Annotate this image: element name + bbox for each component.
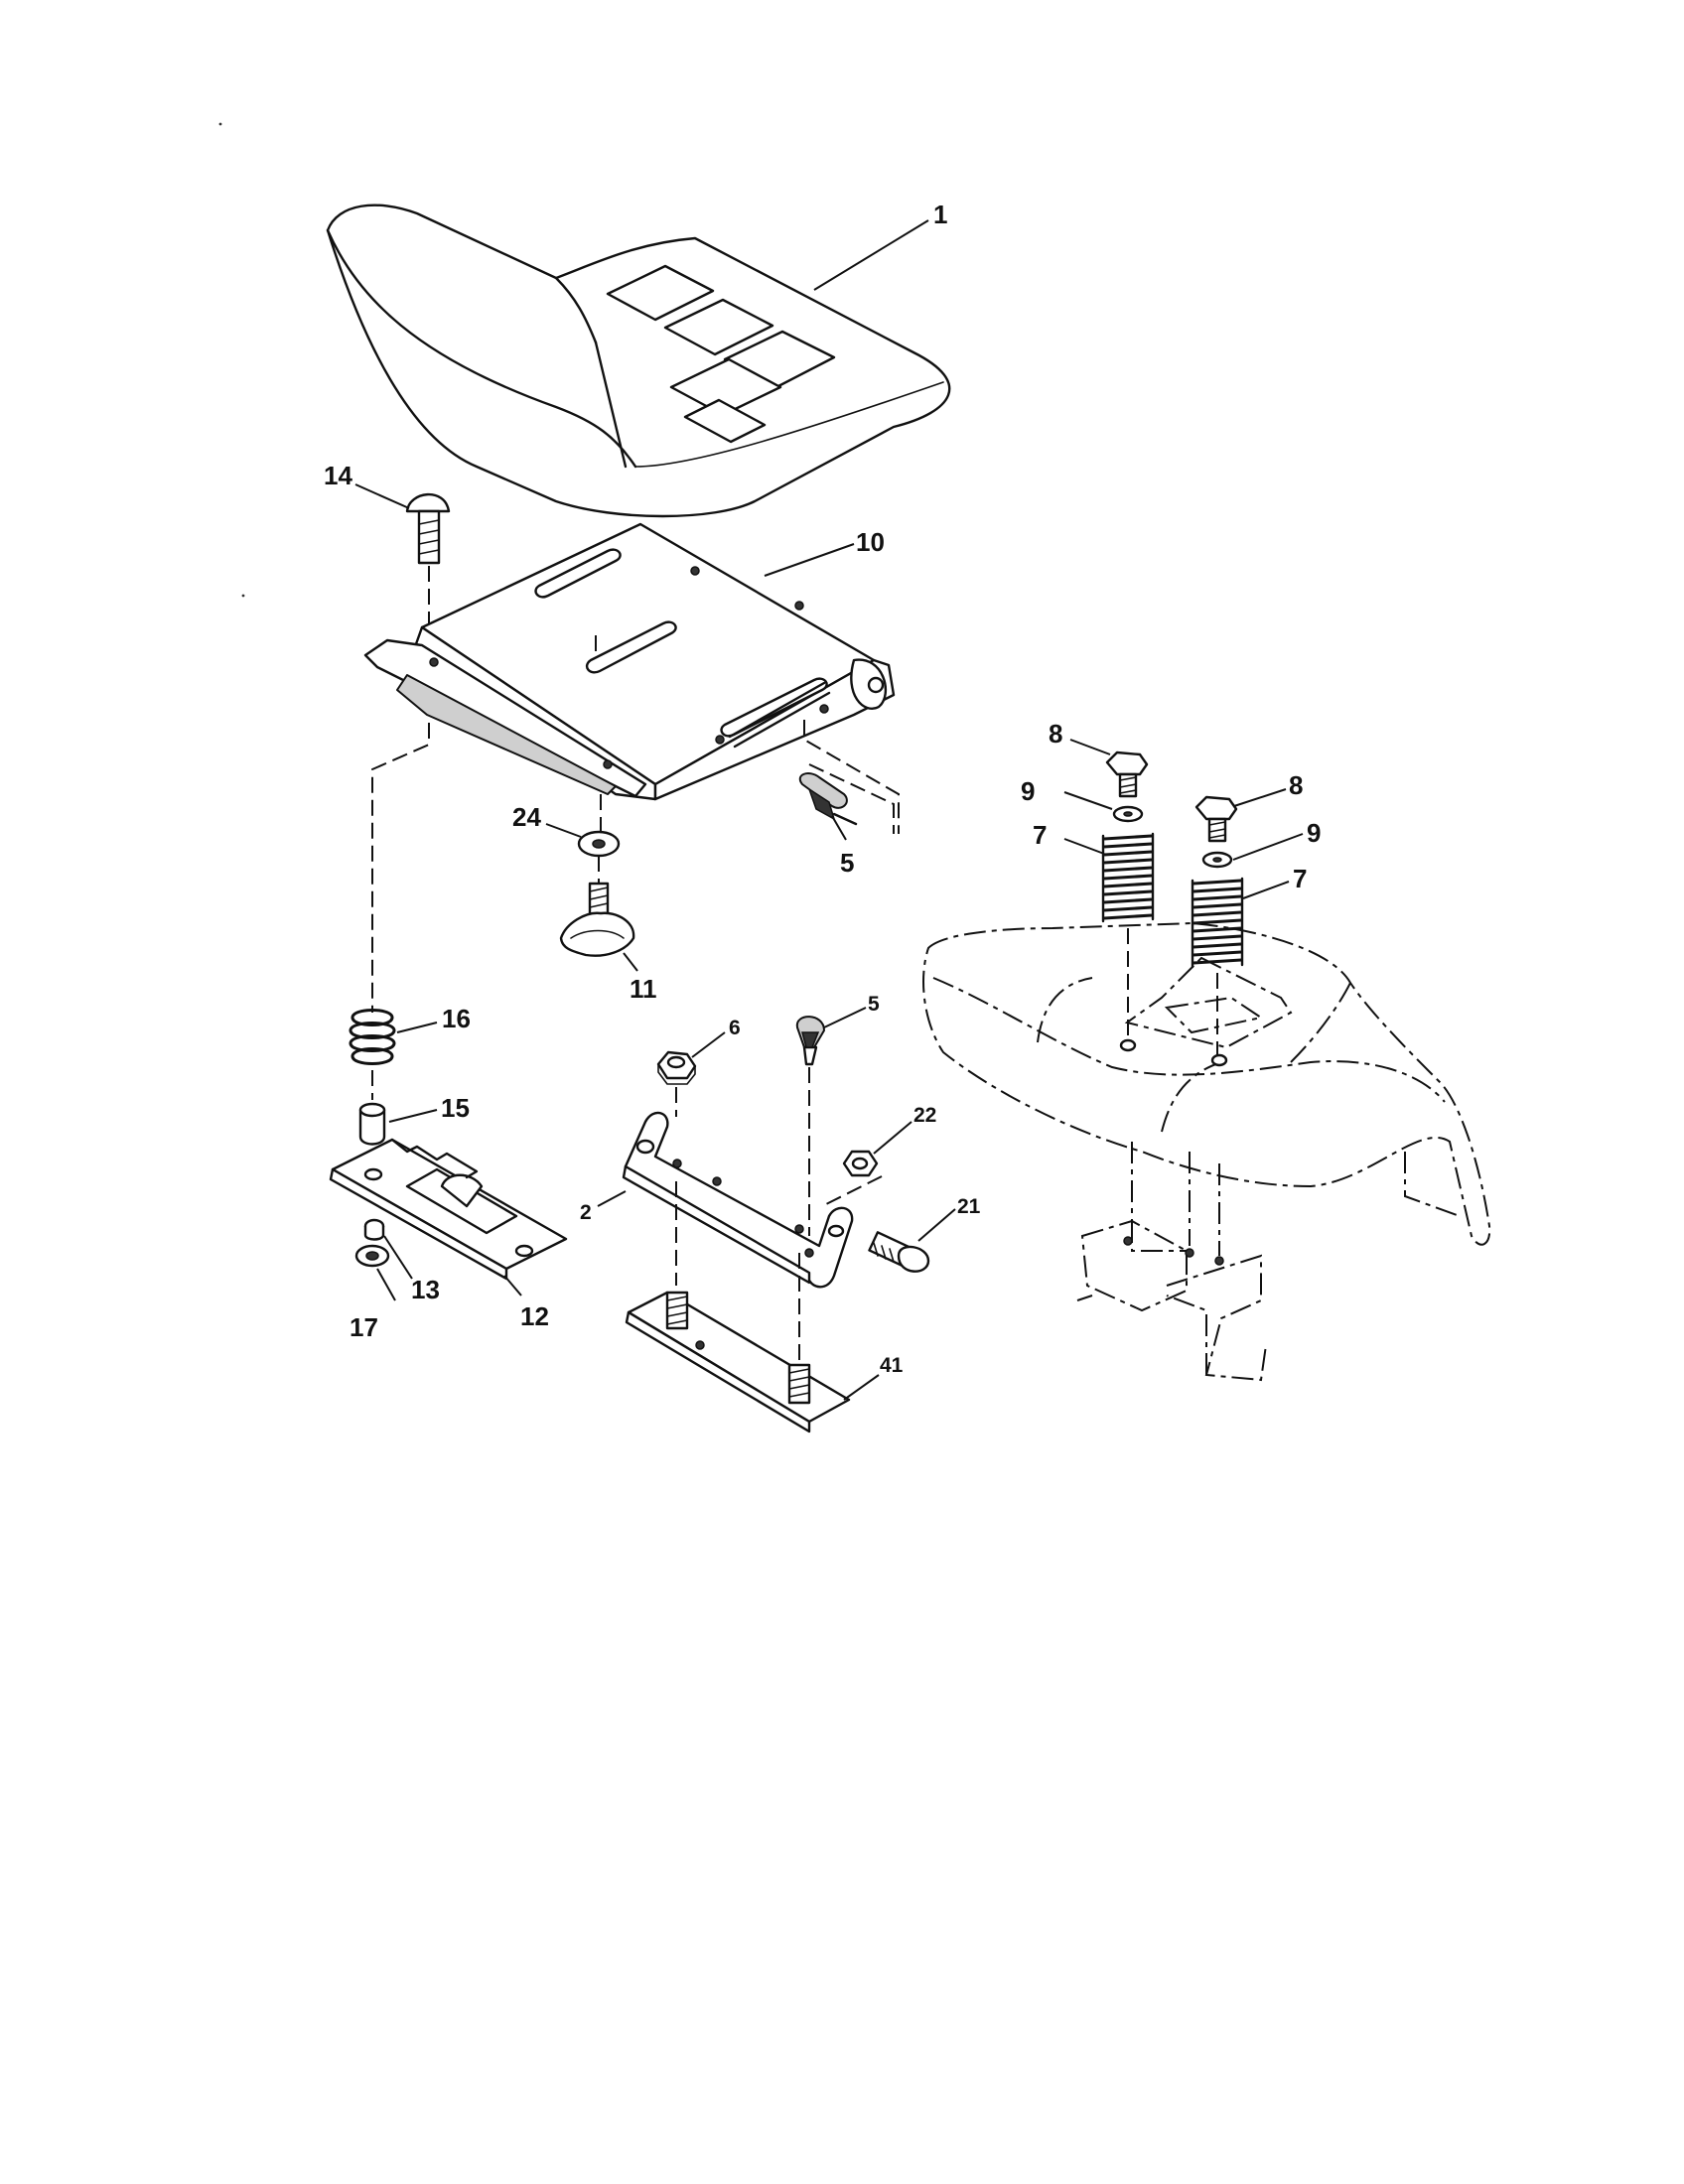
callout-8b: 8 — [1289, 770, 1303, 800]
callout-14: 14 — [324, 461, 352, 490]
leader-2 — [597, 1190, 627, 1207]
leader-17 — [376, 1268, 396, 1301]
leader-10 — [764, 543, 855, 577]
callout-17: 17 — [350, 1312, 378, 1342]
callout-1: 1 — [933, 200, 947, 229]
leader-22 — [873, 1121, 912, 1155]
part-slide-plate — [329, 1138, 568, 1281]
callout-41: 41 — [880, 1354, 904, 1377]
callout-21: 21 — [957, 1195, 981, 1218]
part-clip-upper — [798, 772, 858, 826]
callout-6: 6 — [729, 1017, 741, 1039]
callout-10: 10 — [856, 527, 885, 557]
part-mount-bracket — [622, 1111, 854, 1289]
leader-24 — [545, 823, 582, 838]
leader-11 — [623, 952, 638, 972]
callout-2: 2 — [580, 1201, 592, 1224]
leader-13 — [383, 1235, 413, 1280]
leader-7b — [1242, 881, 1290, 899]
part-nut-13 — [363, 1218, 385, 1241]
callout-24: 24 — [512, 802, 541, 832]
callout-8a: 8 — [1049, 719, 1062, 749]
callout-5a: 5 — [840, 848, 854, 878]
part-knob — [559, 882, 635, 957]
leader-7a — [1063, 838, 1105, 855]
leader-41 — [843, 1374, 880, 1401]
spring-7-left — [1101, 832, 1155, 925]
leader-9b — [1232, 833, 1304, 861]
leader-5b — [823, 1007, 867, 1028]
callout-16: 16 — [442, 1004, 471, 1033]
part-spring-stack-right — [1191, 795, 1244, 973]
fender-reference — [922, 921, 1491, 1382]
leader-14 — [354, 483, 410, 509]
callout-5b: 5 — [868, 993, 880, 1016]
callout-7b: 7 — [1293, 864, 1307, 893]
callout-7a: 7 — [1033, 820, 1047, 850]
part-spring-stack-left — [1101, 751, 1155, 925]
callout-9a: 9 — [1021, 776, 1035, 806]
part-spring-16 — [349, 1009, 396, 1065]
part-washer-24 — [577, 830, 621, 858]
leader-12 — [503, 1275, 522, 1297]
callout-12: 12 — [520, 1301, 549, 1331]
part-nut-6 — [656, 1050, 697, 1085]
leader-8a — [1069, 739, 1111, 755]
part-seat — [326, 204, 951, 518]
leader-1 — [813, 219, 929, 291]
leader-21 — [917, 1208, 956, 1242]
part-stud-plate — [625, 1291, 851, 1433]
part-seat-pan — [363, 522, 896, 801]
leader-15 — [388, 1109, 438, 1123]
part-washer-17 — [354, 1244, 390, 1268]
callout-13: 13 — [411, 1275, 440, 1304]
part-carriage-bolt — [405, 492, 451, 565]
callout-11: 11 — [630, 974, 657, 1004]
part-clip-lower — [795, 1016, 825, 1066]
part-shoulder-bolt — [868, 1231, 930, 1273]
leader-16 — [396, 1022, 438, 1033]
leader-9a — [1063, 791, 1113, 810]
leader-6 — [691, 1031, 726, 1058]
callout-9b: 9 — [1307, 818, 1321, 848]
part-spacer-15 — [358, 1102, 386, 1146]
part-nut-22 — [842, 1150, 879, 1177]
leader-8b — [1233, 788, 1287, 807]
callout-22: 22 — [913, 1104, 936, 1127]
leader-5a — [831, 815, 847, 841]
callout-15: 15 — [441, 1093, 470, 1123]
